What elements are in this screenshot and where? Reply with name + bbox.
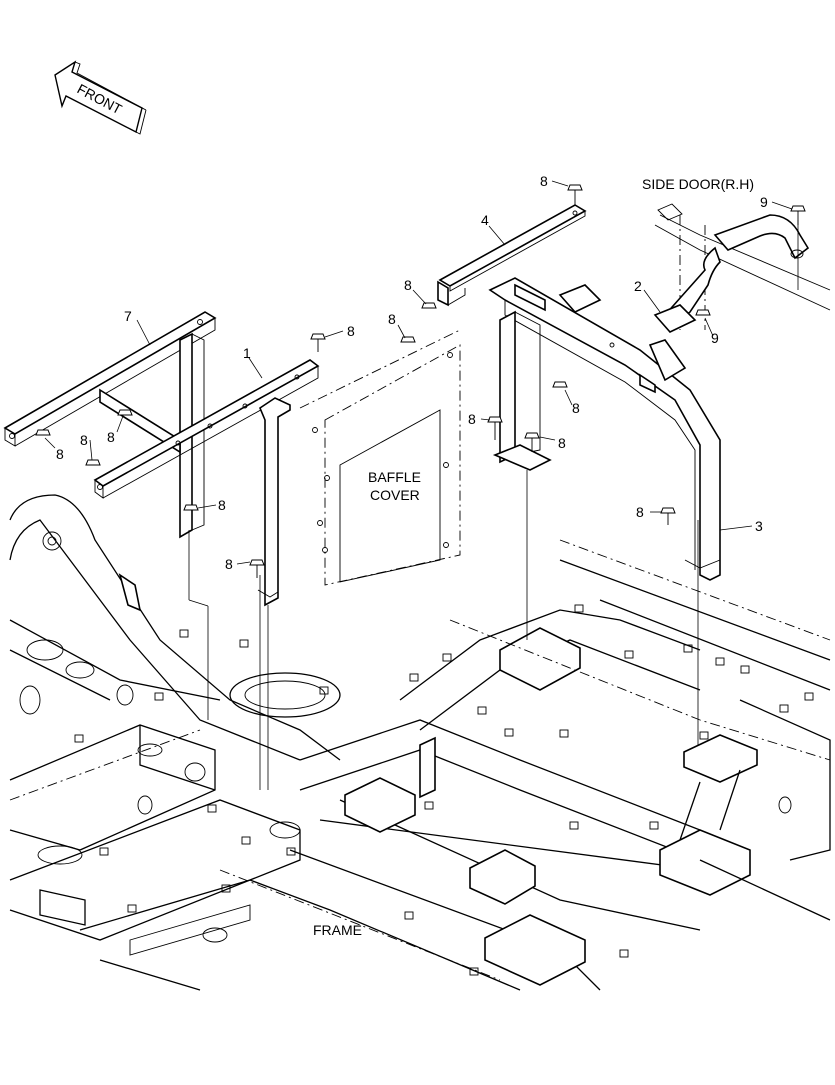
bolt-icon	[524, 432, 540, 452]
leader-lines	[44, 180, 793, 565]
callout-8: 8	[80, 432, 88, 448]
callout-8: 8	[218, 497, 226, 513]
bolt-icon	[249, 559, 265, 578]
callout-8: 8	[107, 429, 115, 445]
callout-9: 9	[711, 330, 719, 346]
callout-8: 8	[404, 277, 412, 293]
bolt-icon	[567, 184, 583, 205]
callout-7: 7	[124, 308, 132, 324]
frame-label: FRAME	[313, 922, 362, 938]
bolt-icon	[400, 336, 416, 343]
callout-3: 3	[755, 518, 763, 534]
assembly-centerlines	[188, 220, 799, 790]
bolt-icon	[421, 302, 437, 309]
bolt-icon	[183, 504, 199, 511]
bolt-icon	[790, 205, 806, 225]
bolt-icon	[85, 459, 101, 466]
callout-8: 8	[388, 311, 396, 327]
callout-8: 8	[468, 411, 476, 427]
front-arrow-icon: FRONT	[54, 60, 147, 135]
bolt-icon	[117, 409, 133, 416]
callout-8: 8	[572, 400, 580, 416]
bolt-icon	[660, 507, 676, 525]
bolts	[35, 184, 806, 578]
callout-8: 8	[636, 504, 644, 520]
callout-8: 8	[56, 446, 64, 462]
callout-9: 9	[760, 194, 768, 210]
bolt-icon	[35, 429, 51, 436]
callout-1: 1	[243, 345, 251, 361]
bolt-icon	[310, 333, 326, 352]
callouts: 8 9 4 2 8 8 8 7 1 9 8 8 8 8 8 8 8 8 3 8	[56, 173, 768, 572]
baffle-cover: BAFFLE COVER	[299, 329, 461, 586]
callout-8: 8	[225, 556, 233, 572]
bracket-part-2: SIDE DOOR(R.H)	[642, 176, 831, 333]
callout-8: 8	[347, 323, 355, 339]
callout-8: 8	[558, 435, 566, 451]
callout-8: 8	[540, 173, 548, 189]
bracket-part-7	[3, 311, 320, 607]
callout-4: 4	[481, 212, 489, 228]
side-door-label: SIDE DOOR(R.H)	[642, 176, 754, 192]
baffle-label-line2: COVER	[370, 487, 420, 503]
callout-2: 2	[634, 278, 642, 294]
bracket-part-3	[488, 277, 721, 581]
bracket-part-4	[437, 204, 587, 307]
baffle-label-line1: BAFFLE	[368, 469, 421, 485]
bolt-icon	[487, 416, 503, 440]
frame-assembly: FRAME	[9, 494, 831, 991]
bolt-icon	[552, 381, 568, 388]
bolt-icon	[695, 309, 711, 316]
